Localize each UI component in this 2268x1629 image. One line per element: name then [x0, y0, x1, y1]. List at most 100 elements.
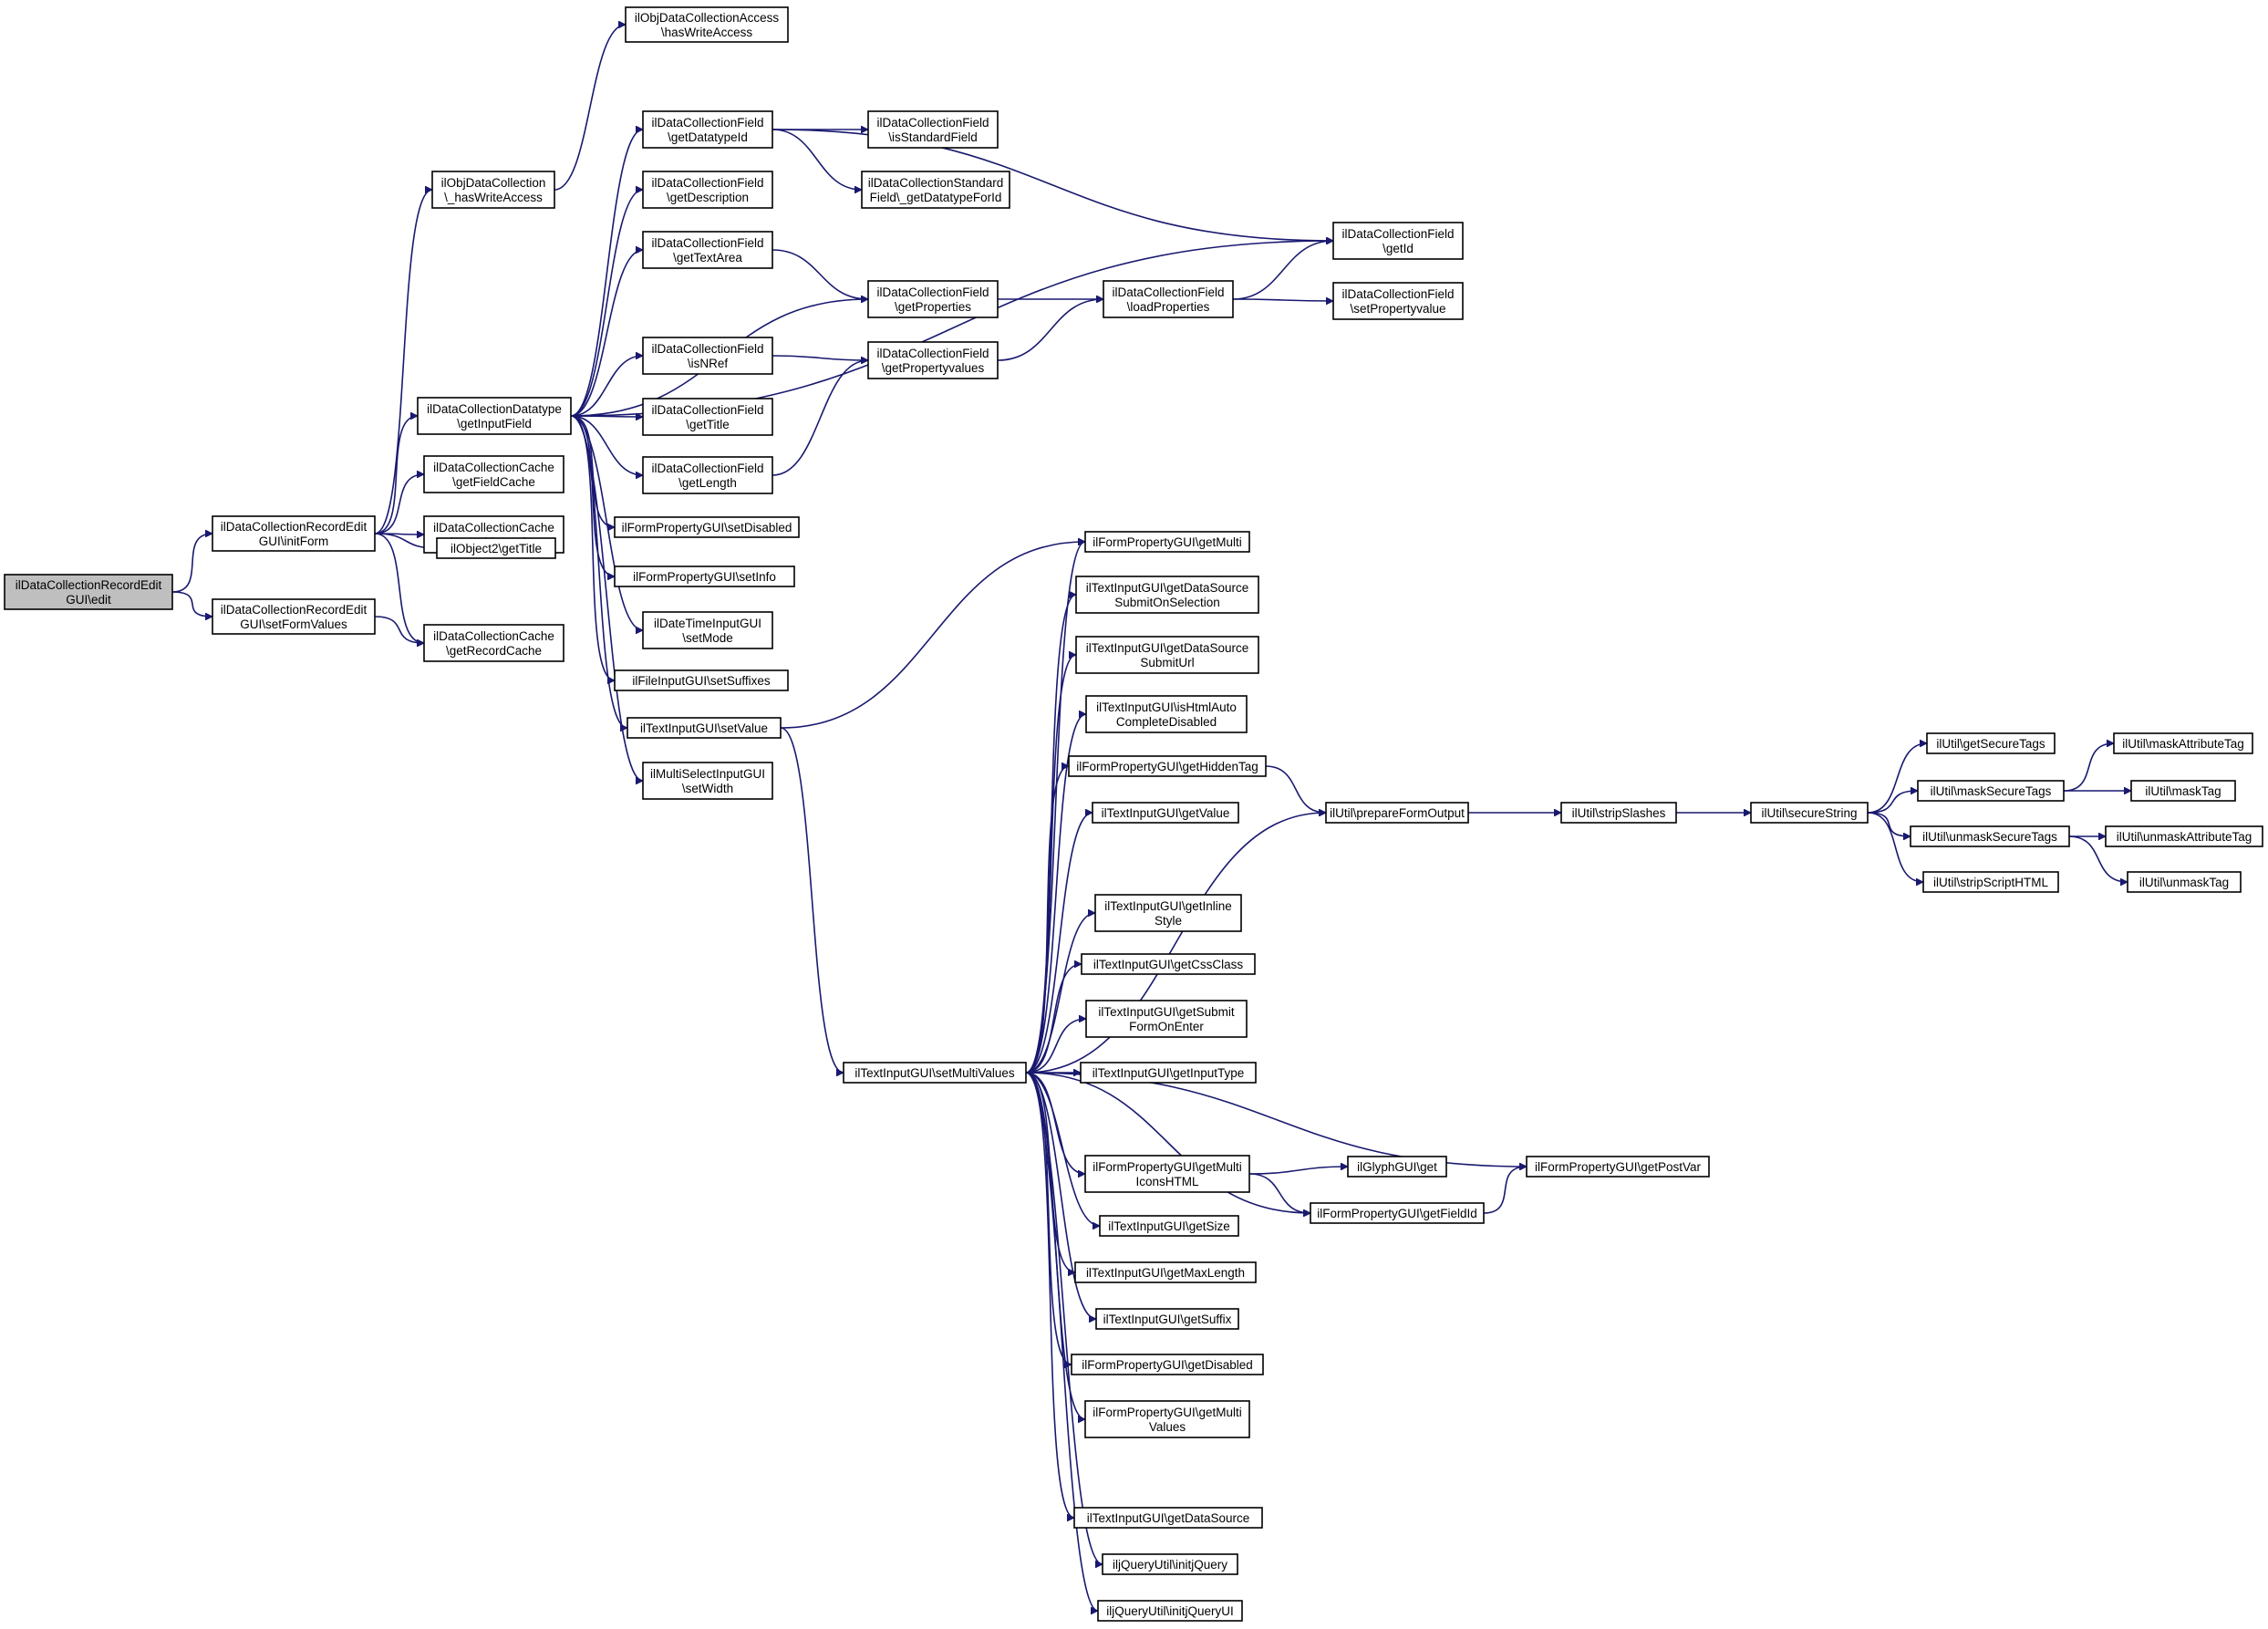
edge-setMultiValues-to-fpGetMulti [1025, 542, 1086, 1074]
node-label-line: FormOnEnter [1129, 1020, 1204, 1033]
node-getLength[interactable]: ilDataCollectionField\getLength [642, 456, 773, 494]
node-box [1085, 695, 1248, 733]
node-label-line: ilObjDataCollectionAccess [635, 11, 780, 25]
node-getProperties[interactable]: ilDataCollectionField\getProperties [867, 280, 999, 318]
node-box [2130, 780, 2236, 802]
node-box [4, 574, 173, 610]
node-htmlAutoDisabled[interactable]: ilTextInputGUI\isHtmlAutoCompleteDisable… [1085, 695, 1248, 733]
node-label-line: ilUtil\prepareFormOutput [1330, 806, 1465, 820]
node-isStandardField[interactable]: ilDataCollectionField\isStandardField [867, 110, 999, 149]
node-getSecureTags[interactable]: ilUtil\getSecureTags [1926, 732, 2056, 754]
node-box [1526, 1156, 1710, 1178]
node-label-line: ilTextInputGUI\getSubmit [1098, 1005, 1235, 1019]
node-getHiddenTag[interactable]: ilFormPropertyGUI\getHiddenTag [1068, 755, 1267, 777]
node-getDatatypeId[interactable]: ilDataCollectionField\getDatatypeId [642, 110, 773, 149]
node-maskTag[interactable]: ilUtil\maskTag [2130, 780, 2236, 802]
node-secureString[interactable]: ilUtil\secureString [1750, 802, 1869, 824]
node-setValue[interactable]: ilTextInputGUI\setValue [627, 717, 782, 739]
edge-initForm-to-objHasWrite [374, 190, 433, 534]
node-label-line: ilDataCollectionField [651, 116, 763, 130]
node-getInputField[interactable]: ilDataCollectionDatatype\getInputField [417, 397, 572, 435]
node-unmaskSecureTags[interactable]: ilUtil\unmaskSecureTags [1910, 825, 2070, 847]
node-label-line: \getProperties [895, 300, 971, 314]
node-tiGetSize[interactable]: ilTextInputGUI\getSize [1099, 1215, 1239, 1237]
node-fpGetMulti[interactable]: ilFormPropertyGUI\getMulti [1084, 531, 1250, 553]
node-maskAttributeTag[interactable]: ilUtil\maskAttributeTag [2113, 732, 2253, 754]
node-box [417, 397, 572, 435]
node-getFieldCache[interactable]: ilDataCollectionCache\getFieldCache [423, 455, 564, 493]
node-tiGetValue[interactable]: ilTextInputGUI\getValue [1092, 802, 1239, 824]
node-box [867, 110, 999, 149]
edge-initForm-to-getFieldCache [374, 474, 424, 534]
node-fieldGetId[interactable]: ilDataCollectionField\getId [1332, 222, 1464, 260]
edge-getInputField-to-getDatatypeId [570, 130, 644, 417]
node-fpGetDisabled[interactable]: ilFormPropertyGUI\getDisabled [1071, 1354, 1264, 1375]
edge-loadProperties-to-setPropertyvalue [1232, 299, 1333, 301]
node-fieldGetTitle[interactable]: ilDataCollectionField\getTitle [642, 398, 773, 436]
node-setWidth[interactable]: ilMultiSelectInputGUI\setWidth [642, 762, 773, 800]
node-label-line: ilUtil\stripSlashes [1572, 806, 1666, 820]
node-initjQueryUI[interactable]: iljQueryUtil\initjQueryUI [1097, 1600, 1243, 1622]
node-getMaxLength[interactable]: ilTextInputGUI\getMaxLength [1074, 1261, 1257, 1283]
node-label-line: ilUtil\unmaskSecureTags [1922, 830, 2057, 844]
node-label-line: ilDataCollectionCache [433, 629, 554, 643]
node-getDescription[interactable]: ilDataCollectionField\getDescription [642, 171, 773, 209]
node-initjQuery[interactable]: iljQueryUtil\initjQuery [1102, 1553, 1238, 1575]
node-getPropertyvalues[interactable]: ilDataCollectionField\getPropertyvalues [867, 341, 999, 379]
node-setSuffixes[interactable]: ilFileInputGUI\setSuffixes [614, 669, 789, 691]
node-getCssClass[interactable]: ilTextInputGUI\getCssClass [1081, 953, 1256, 975]
node-prepareFormOutput[interactable]: ilUtil\prepareFormOutput [1325, 802, 1469, 824]
node-isNRef[interactable]: ilDataCollectionField\isNRef [642, 337, 773, 375]
node-box [423, 624, 564, 662]
node-objHasWrite[interactable]: ilObjDataCollection\_hasWriteAccess [431, 171, 555, 209]
node-label-line: CompleteDisabled [1116, 715, 1217, 729]
node-getPostVar[interactable]: ilFormPropertyGUI\getPostVar [1526, 1156, 1710, 1178]
node-box [867, 341, 999, 379]
node-label-line: ilTextInputGUI\getDataSource [1086, 641, 1249, 655]
node-box [436, 537, 556, 559]
node-box [2127, 871, 2242, 893]
node-getSuffix[interactable]: ilTextInputGUI\getSuffix [1095, 1308, 1239, 1330]
node-box [1074, 1261, 1257, 1283]
node-getFieldId[interactable]: ilFormPropertyGUI\getFieldId [1310, 1202, 1485, 1224]
node-setMultiValues[interactable]: ilTextInputGUI\setMultiValues [843, 1062, 1027, 1084]
node-setPropertyvalue[interactable]: ilDataCollectionField\setPropertyvalue [1332, 282, 1464, 320]
node-setDisabled[interactable]: ilFormPropertyGUI\setDisabled [614, 516, 800, 538]
node-setInfo[interactable]: ilFormPropertyGUI\setInfo [614, 565, 795, 587]
node-accessHasWrite[interactable]: ilObjDataCollectionAccess\hasWriteAccess [625, 6, 789, 43]
node-label-line: ilFormPropertyGUI\getMulti [1093, 1160, 1242, 1174]
node-getDataSource[interactable]: ilTextInputGUI\getDataSource [1073, 1507, 1263, 1529]
node-unmaskTag[interactable]: ilUtil\unmaskTag [2127, 871, 2242, 893]
node-box [1094, 894, 1242, 932]
node-setFormValues[interactable]: ilDataCollectionRecordEditGUI\setFormVal… [212, 598, 376, 635]
node-box [642, 611, 773, 649]
node-label-line: ilDataCollectionField [876, 116, 989, 130]
node-box [1310, 1202, 1485, 1224]
node-glyphGet[interactable]: ilGlyphGUI\get [1347, 1156, 1447, 1178]
node-maskSecureTags[interactable]: ilUtil\maskSecureTags [1917, 780, 2065, 802]
node-unmaskAttributeTag[interactable]: ilUtil\unmaskAttributeTag [2105, 825, 2263, 847]
node-dsSubmitOnSel[interactable]: ilTextInputGUI\getDataSourceSubmitOnSele… [1075, 576, 1259, 614]
node-getRecordCache[interactable]: ilDataCollectionCache\getRecordCache [423, 624, 564, 662]
node-getTextArea[interactable]: ilDataCollectionField\getTextArea [642, 231, 773, 269]
node-stripScriptHTML[interactable]: ilUtil\stripScriptHTML [1922, 871, 2059, 893]
node-getInputType[interactable]: ilTextInputGUI\getInputType [1080, 1062, 1257, 1084]
edge-initForm-to-getRecordCache [374, 533, 425, 643]
node-stripSlashes[interactable]: ilUtil\stripSlashes [1560, 802, 1677, 824]
node-getDatatypeForId[interactable]: ilDataCollectionStandardField\_getDataty… [861, 171, 1010, 209]
node-label-line: ilFormPropertyGUI\getMulti [1093, 535, 1242, 549]
node-dateSetMode[interactable]: ilDateTimeInputGUI\setMode [642, 611, 773, 649]
node-obj2GetTitle[interactable]: ilObject2\getTitle [436, 537, 556, 559]
node-loadProperties[interactable]: ilDataCollectionField\loadProperties [1103, 280, 1234, 318]
node-label-line: ilDataCollectionStandard [868, 176, 1004, 190]
node-label-line: \setMode [682, 631, 733, 645]
node-label-line: ilTextInputGUI\setMultiValues [854, 1066, 1015, 1080]
node-label-line: ilObject2\getTitle [450, 542, 542, 555]
